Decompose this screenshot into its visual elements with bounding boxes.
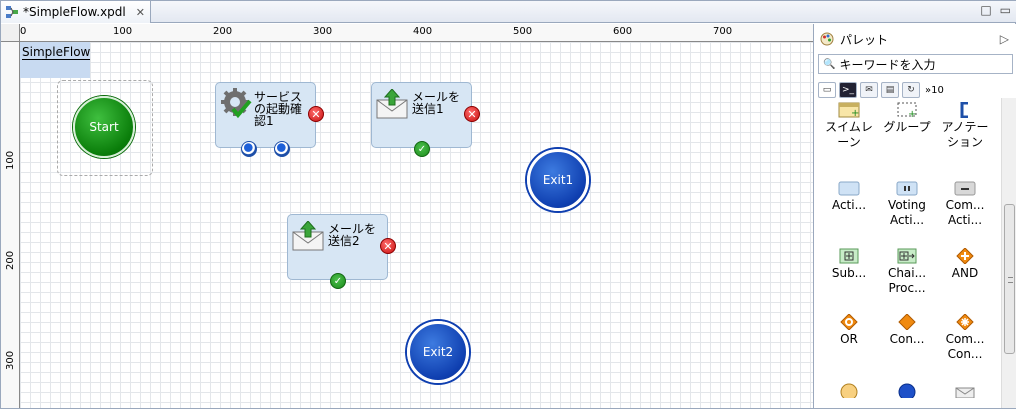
exit-event-2[interactable]: Exit2: [407, 321, 469, 383]
palette-item-complex-condition[interactable]: Com... Con...: [936, 314, 994, 362]
palette-item-compound-activity[interactable]: Com... Acti...: [936, 180, 994, 228]
palette-tabs: ▭ >_ ✉ ▤ ↻ »10: [818, 80, 1013, 100]
or-gateway-icon: [840, 314, 858, 330]
ruler-tick: 100: [113, 26, 133, 37]
svg-text:+: +: [851, 108, 859, 118]
success-port[interactable]: ✓: [330, 273, 346, 289]
close-tab-icon[interactable]: ✕: [135, 5, 145, 19]
scrollbar-thumb[interactable]: [1004, 204, 1015, 354]
activity-service-check[interactable]: サービスの起動確認1 ✕: [215, 82, 324, 157]
exit-label: Exit1: [542, 173, 574, 187]
palette-scrollbar[interactable]: [1001, 98, 1016, 408]
search-icon: 🔍: [823, 58, 836, 70]
palette-item-and[interactable]: AND: [936, 248, 994, 281]
palette-panel: パレット ▷ 🔍 キーワードを入力 ▭ >_ ✉ ▤ ↻ »10 + スイムレー…: [813, 24, 1016, 408]
window-controls: □ ▭: [980, 3, 1011, 17]
palette-item-event[interactable]: [878, 382, 936, 400]
palette-item-chained-process[interactable]: Chai... Proc...: [878, 248, 936, 296]
search-input[interactable]: キーワードを入力: [839, 57, 936, 72]
complex-gateway-icon: [956, 314, 974, 330]
palette-header: パレット ▷: [814, 24, 1016, 54]
diagram-canvas[interactable]: 0 100 200 300 400 500 600 700 100 200 30…: [1, 24, 813, 408]
horizontal-ruler: 0 100 200 300 400 500 600 700: [20, 24, 813, 42]
palette-title: パレット: [840, 32, 889, 47]
chained-process-icon: [897, 248, 917, 264]
ruler-tick: 200: [5, 250, 16, 270]
activity-label: サービスの起動確認1: [254, 90, 303, 128]
start-event[interactable]: Start: [73, 96, 135, 158]
palette-item-condition[interactable]: Con...: [878, 314, 936, 347]
palette-tab-refresh[interactable]: ↻: [902, 82, 920, 98]
palette-item-annotation[interactable]: アノテーション: [936, 102, 994, 150]
palette-item-or[interactable]: OR: [820, 314, 878, 347]
output-port[interactable]: [274, 141, 290, 157]
palette-item-mail[interactable]: [936, 382, 994, 400]
palette-tab-shapes[interactable]: ▭: [818, 82, 836, 98]
activity-label: メールを送信1: [412, 90, 461, 116]
success-port[interactable]: ✓: [414, 141, 430, 157]
collapse-arrow-icon[interactable]: ▷: [999, 32, 1009, 46]
and-gateway-icon: [956, 248, 974, 264]
maximize-button[interactable]: ▭: [999, 3, 1011, 17]
ruler-tick: 500: [513, 26, 533, 37]
exit-event-1[interactable]: Exit1: [527, 149, 589, 211]
palette-item-subprocess[interactable]: Sub...: [820, 248, 878, 281]
tab-title: *SimpleFlow.xpdl: [23, 5, 126, 19]
activity-send-mail-1[interactable]: メールを送信1 ✕ ✓: [371, 82, 480, 157]
ruler-tick: 100: [5, 150, 16, 170]
palette-tab-overflow[interactable]: »10: [925, 84, 944, 96]
tab-simpleflow[interactable]: *SimpleFlow.xpdl ✕: [1, 1, 151, 23]
palette-item-group[interactable]: + グループ: [878, 102, 936, 135]
ruler-tick: 300: [5, 350, 16, 370]
tab-bar: *SimpleFlow.xpdl ✕ □ ▭: [1, 1, 1016, 23]
palette-icon: [820, 32, 834, 46]
pool-label: SimpleFlow: [22, 45, 91, 60]
xpdl-file-icon: [5, 5, 19, 19]
error-icon[interactable]: ✕: [308, 106, 324, 122]
ruler-tick: 0: [20, 26, 27, 37]
voting-activity-icon: [896, 181, 918, 196]
palette-item-activity[interactable]: Acti...: [820, 180, 878, 213]
scrollbar-grip: [1008, 277, 1013, 283]
activity-send-mail-2[interactable]: メールを送信2 ✕ ✓: [287, 214, 396, 289]
vertical-ruler: 100 200 300: [1, 42, 20, 408]
ruler-tick: 300: [313, 26, 333, 37]
palette-item-swimlane[interactable]: + スイムレーン: [820, 102, 878, 150]
gear-icon: [221, 88, 252, 119]
mail-icon: [955, 387, 975, 398]
minimize-button[interactable]: □: [980, 3, 992, 17]
palette-tab-mail[interactable]: ✉: [860, 82, 878, 98]
ruler-tick: 700: [713, 26, 733, 37]
error-icon[interactable]: ✕: [380, 238, 396, 254]
palette-tab-document[interactable]: ▤: [881, 82, 899, 98]
error-icon[interactable]: ✕: [464, 106, 480, 122]
compound-activity-icon: [954, 181, 976, 196]
start-selection-box: [57, 80, 153, 176]
exit-label: Exit2: [422, 345, 454, 359]
subprocess-icon: [839, 248, 859, 264]
timer-icon: [840, 383, 858, 398]
activity-label: メールを送信2: [328, 222, 377, 248]
svg-text:+: +: [908, 109, 916, 118]
ruler-corner: [1, 24, 20, 42]
mail-icon: [292, 221, 324, 251]
group-icon: +: [897, 102, 917, 118]
palette-item-voting-activity[interactable]: Voting Acti...: [878, 180, 936, 228]
palette-search[interactable]: 🔍 キーワードを入力: [818, 54, 1013, 74]
mail-icon: [376, 89, 408, 119]
condition-gateway-icon: [898, 314, 916, 330]
output-port[interactable]: [241, 141, 257, 157]
pool-header[interactable]: SimpleFlow: [20, 42, 91, 78]
event-icon: [898, 383, 916, 398]
swimlane-icon: +: [838, 102, 860, 118]
activity-icon: [838, 181, 860, 196]
ruler-tick: 200: [213, 26, 233, 37]
palette-tab-terminal[interactable]: >_: [839, 82, 857, 98]
ruler-tick: 400: [413, 26, 433, 37]
ruler-tick: 600: [613, 26, 633, 37]
annotation-icon: [960, 102, 968, 118]
start-label: Start: [89, 120, 119, 134]
palette-item-timer[interactable]: [820, 382, 878, 400]
